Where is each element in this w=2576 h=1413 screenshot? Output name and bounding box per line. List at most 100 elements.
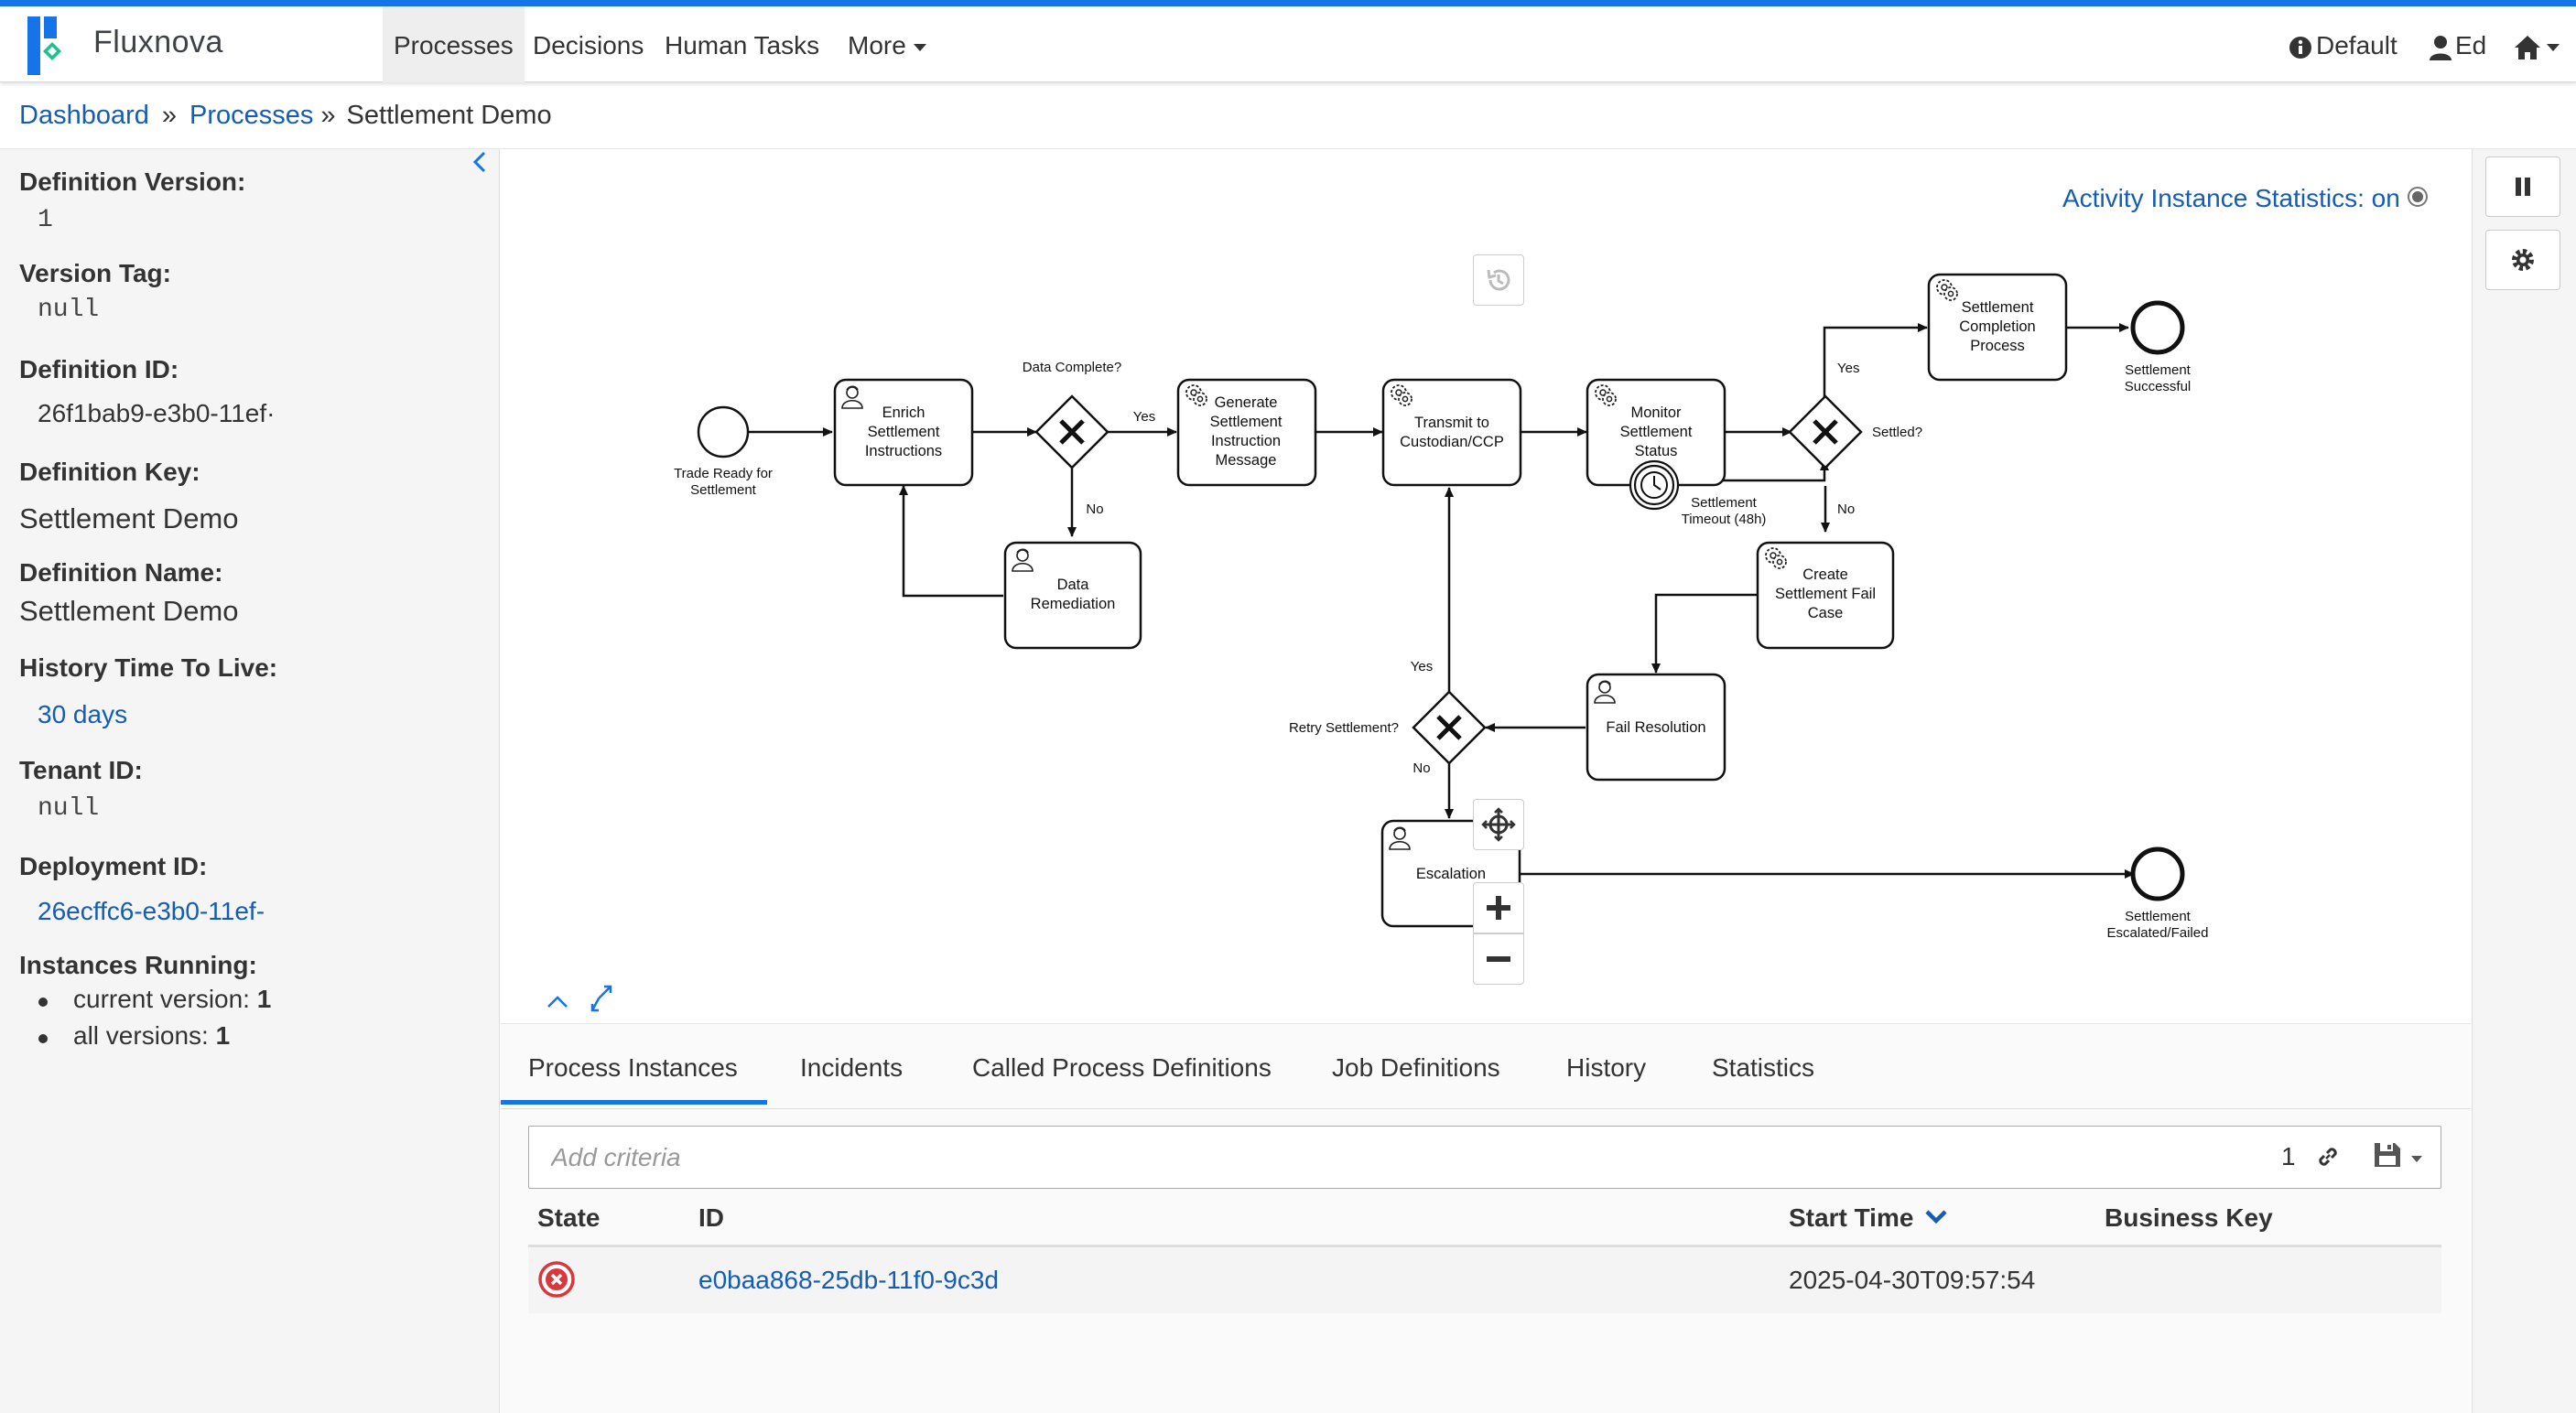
flow-label: Yes <box>1837 361 1859 376</box>
save-icon <box>2375 1143 2400 1167</box>
column-header-start-time[interactable]: Start Time <box>1789 1203 1948 1233</box>
info-icon <box>2289 36 2311 59</box>
search-criteria-input[interactable] <box>529 1127 2085 1188</box>
task-label: Instruction <box>1211 433 1281 449</box>
deployment-id-link[interactable]: 26ecffc6-e3b0-11ef- <box>38 897 265 925</box>
task-label: Enrich <box>882 404 925 421</box>
nav-human-tasks[interactable]: Human Tasks <box>665 31 820 59</box>
task-label: Custodian/CCP <box>1400 434 1504 450</box>
column-header-state[interactable]: State <box>537 1203 601 1232</box>
plus-icon <box>1487 896 1510 920</box>
settings-button[interactable] <box>2485 230 2560 290</box>
zoom-in-button[interactable] <box>1473 882 1524 933</box>
task-fail-resolution[interactable]: Fail Resolution <box>1586 673 1726 782</box>
task-label: Status <box>1635 443 1678 459</box>
brand-name[interactable]: Fluxnova <box>93 25 223 59</box>
start-event-label-2: Settlement <box>690 482 757 498</box>
column-header-business-key[interactable]: Business Key <box>2105 1203 2273 1232</box>
task-label: Message <box>1216 452 1277 469</box>
list-item: all versions: 1 <box>37 1021 271 1058</box>
instance-id-link[interactable]: e0baa868-25db-11f0-9c3d <box>698 1266 999 1294</box>
collapse-diagram-icon[interactable] <box>547 996 568 1008</box>
fluxnova-logo-icon[interactable] <box>27 16 73 75</box>
task-label: Generate <box>1215 394 1278 411</box>
user-icon <box>2430 35 2452 60</box>
history-ttl-value[interactable]: 30 days <box>38 700 128 728</box>
bpmn-diagram-canvas[interactable]: Trade Ready for Settlement Enrich Settle… <box>501 149 2471 1023</box>
top-navbar: Fluxnova Processes Decisions Human Tasks… <box>0 6 2576 82</box>
task-settlement-completion-process[interactable]: Settlement Completion Process <box>1927 273 2068 382</box>
user-menu[interactable]: Ed <box>2419 6 2497 82</box>
zoom-out-button[interactable] <box>1473 933 1524 985</box>
tenant-menu[interactable]: Default <box>2278 6 2408 82</box>
search-box: 1 <box>528 1126 2441 1189</box>
task-data-remediation[interactable]: Data Remediation <box>1003 541 1142 650</box>
activity-statistics-label: Activity Instance Statistics: on <box>2062 184 2400 212</box>
timer-boundary-event[interactable]: Settlement Timeout (48h) <box>1629 459 1766 527</box>
home-icon <box>2515 35 2540 59</box>
tab-incidents[interactable]: Incidents <box>800 1053 904 1082</box>
instance-start-time: 2025-04-30T09:57:54 <box>1789 1266 2036 1294</box>
list-item: current version: 1 <box>37 985 271 1021</box>
end-event-success[interactable]: Settlement Successful <box>2125 300 2192 394</box>
collapse-sidebar-icon[interactable] <box>467 148 494 176</box>
tab-process-instances[interactable]: Process Instances <box>528 1053 738 1082</box>
task-label: Settlement <box>1962 299 2034 316</box>
gear-icon <box>2512 249 2534 271</box>
reset-zoom-button[interactable] <box>1473 799 1524 850</box>
result-count: 1 <box>2281 1142 2296 1170</box>
gateway-label: Retry Settlement? <box>1289 720 1399 736</box>
nav-decisions[interactable]: Decisions <box>533 31 644 59</box>
column-header-label: Start Time <box>1789 1203 1914 1232</box>
task-label: Escalation <box>1416 866 1486 882</box>
task-generate-settlement-instruction[interactable]: Generate Settlement Instruction Message <box>1176 378 1317 487</box>
flow-label: No <box>1412 760 1430 776</box>
version-tag-value: null <box>38 296 100 324</box>
end-event-label: Settlement <box>2125 909 2192 924</box>
definition-version-value: 1 <box>38 206 53 234</box>
accent-top-line <box>0 0 2576 6</box>
tab-called-process-definitions[interactable]: Called Process Definitions <box>972 1053 1272 1082</box>
task-label: Remediation <box>1031 596 1116 612</box>
start-event[interactable]: Trade Ready for Settlement <box>674 405 773 498</box>
column-header-id[interactable]: ID <box>698 1203 724 1232</box>
task-enrich-settlement-instructions[interactable]: Enrich Settlement Instructions <box>833 378 974 487</box>
task-create-settlement-fail-case[interactable]: Create Settlement Fail Case <box>1756 541 1895 650</box>
tab-job-definitions[interactable]: Job Definitions <box>1332 1053 1500 1082</box>
definition-key-label: Definition Key: <box>19 458 200 486</box>
gateway-data-complete[interactable]: Data Complete? <box>1023 360 1121 469</box>
breadcrumb-dashboard[interactable]: Dashboard <box>19 101 149 130</box>
user-name: Ed <box>2455 31 2487 59</box>
end-event-escalated[interactable]: Settlement Escalated/Failed <box>2107 847 2209 941</box>
home-menu[interactable] <box>2503 6 2571 82</box>
task-transmit-to-custodian[interactable]: Transmit to Custodian/CCP <box>1381 378 1522 487</box>
gateway-label: Settled? <box>1872 425 1922 440</box>
instances-running-list: current version: 1 all versions: 1 <box>37 985 271 1058</box>
history-view-button[interactable] <box>1473 254 1524 306</box>
breadcrumb-current: Settlement Demo <box>346 101 552 130</box>
saved-searches-dropdown[interactable] <box>2373 1139 2422 1175</box>
task-label: Monitor <box>1630 404 1682 421</box>
activity-statistics-toggle[interactable]: Activity Instance Statistics: on <box>2062 184 2428 213</box>
deployment-id-label: Deployment ID: <box>19 852 208 880</box>
detail-tabs: Process Instances Incidents Called Proce… <box>501 1023 2471 1109</box>
breadcrumb-separator: » <box>320 101 336 130</box>
task-label: Case <box>1808 605 1844 621</box>
suspend-button[interactable] <box>2485 156 2560 217</box>
gateway-retry-settlement[interactable]: Retry Settlement? <box>1289 690 1487 765</box>
nav-processes[interactable]: Processes <box>383 6 525 82</box>
breadcrumb-processes[interactable]: Processes <box>189 101 314 130</box>
link-icon[interactable] <box>2314 1143 2342 1170</box>
tenant-name: Default <box>2316 31 2397 59</box>
expand-diagram-icon[interactable] <box>590 985 612 1012</box>
instances-running-label: Instances Running: <box>19 951 257 979</box>
minus-icon <box>1487 956 1510 962</box>
task-label: Settlement <box>1210 414 1283 430</box>
tab-statistics[interactable]: Statistics <box>1712 1053 1815 1082</box>
all-versions-label: all versions: <box>73 1021 209 1050</box>
task-monitor-settlement-status[interactable]: Monitor Settlement Status <box>1586 378 1726 487</box>
nav-more-dropdown[interactable]: More <box>837 6 937 82</box>
crosshair-icon <box>1481 807 1516 842</box>
gateway-settled[interactable]: Settled? <box>1788 394 1922 469</box>
tab-history[interactable]: History <box>1566 1053 1647 1082</box>
